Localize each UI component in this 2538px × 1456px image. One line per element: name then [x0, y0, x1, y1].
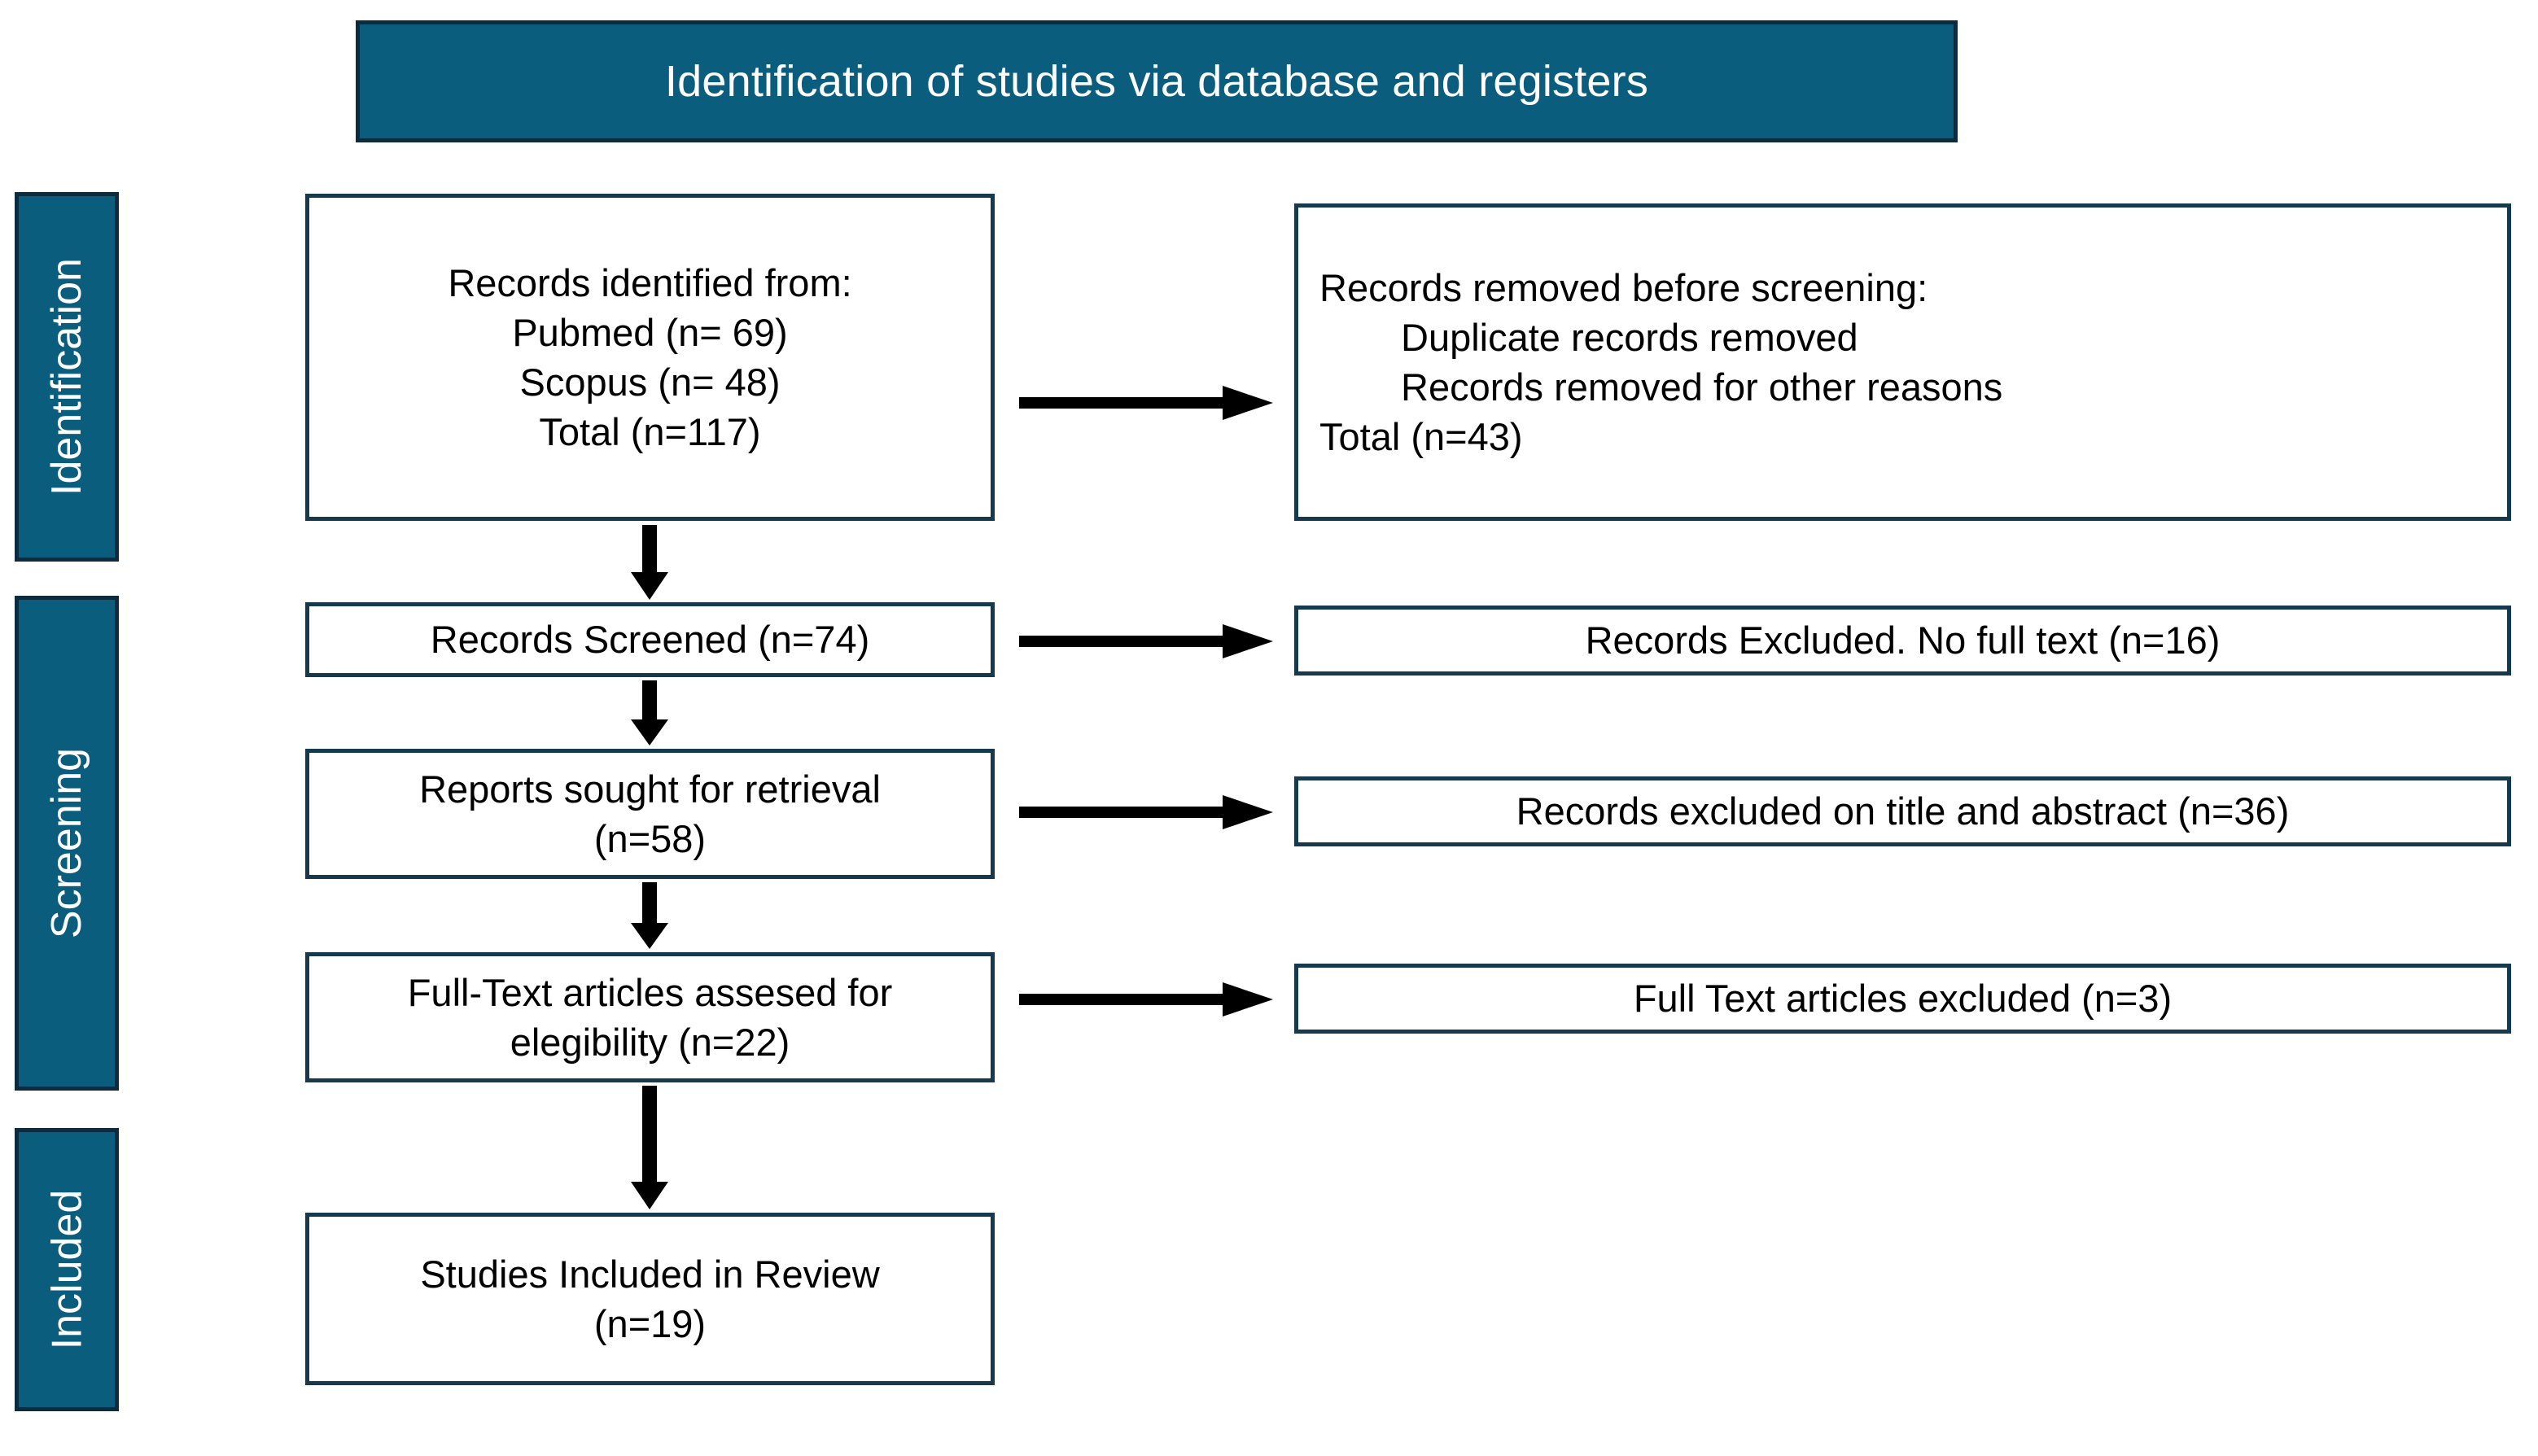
stage-label-screening: Screening: [15, 596, 119, 1091]
box-records-excluded-title-abstract-line-1: Records excluded on title and abstract (…: [1516, 789, 2290, 833]
box-records-excluded-title-abstract: Records excluded on title and abstract (…: [1294, 776, 2511, 846]
diagram-header-title: Identification of studies via database a…: [664, 56, 1649, 106]
box-records-identified-line-2: Pubmed (n= 69): [512, 310, 788, 354]
box-records-excluded-no-full-text-line-1: Records Excluded. No full text (n=16): [1585, 619, 2221, 662]
box-studies-included-in-review: Studies Included in Review (n=19): [305, 1213, 995, 1385]
box-records-excluded-no-full-text: Records Excluded. No full text (n=16): [1294, 606, 2511, 676]
box-reports-sought-line-2: (n=58): [593, 817, 707, 860]
arrow-full-text-assessed-to-included: [625, 1086, 674, 1209]
box-studies-included-line-1: Studies Included in Review: [420, 1252, 880, 1296]
box-records-identified-line-4: Total (n=117): [539, 410, 761, 454]
box-reports-sought-for-retrieval: Reports sought for retrieval (n=58): [305, 749, 995, 879]
stage-label-identification-text: Identification: [43, 258, 90, 496]
box-full-text-articles-excluded: Full Text articles excluded (n=3): [1294, 964, 2511, 1034]
box-records-removed-line-3: Records removed for other reasons: [1401, 365, 2003, 409]
box-records-screened-line-1: Records Screened (n=74): [430, 618, 870, 662]
arrow-full-text-assessed-to-excluded: [1019, 981, 1273, 1018]
arrow-identified-to-removed: [1019, 384, 1273, 422]
arrow-screened-to-sought: [625, 680, 674, 745]
arrow-screened-to-excluded-no-full-text: [1019, 623, 1273, 660]
box-records-removed: Records removed before screening: Duplic…: [1294, 203, 2511, 521]
arrow-sought-to-excluded-title-abstract: [1019, 794, 1273, 831]
box-reports-sought-line-1: Reports sought for retrieval: [419, 767, 881, 811]
stage-label-included-text: Included: [43, 1189, 91, 1350]
box-full-text-excluded-line-1: Full Text articles excluded (n=3): [1633, 977, 2173, 1021]
box-records-screened: Records Screened (n=74): [305, 602, 995, 677]
box-full-text-assessed-line-1: Full-Text articles assesed for: [407, 970, 893, 1014]
box-records-removed-line-2: Duplicate records removed: [1401, 315, 1858, 359]
diagram-header-banner: Identification of studies via database a…: [356, 20, 1958, 142]
box-records-identified: Records identified from: Pubmed (n= 69) …: [305, 194, 995, 521]
stage-label-screening-text: Screening: [43, 747, 90, 939]
box-records-removed-line-4: Total (n=43): [1319, 415, 1523, 459]
box-records-identified-line-1: Records identified from:: [448, 260, 852, 304]
stage-label-identification: Identification: [15, 192, 119, 562]
arrow-identified-to-screened: [625, 525, 674, 600]
arrow-sought-to-full-text-assessed: [625, 882, 674, 949]
box-studies-included-line-2: (n=19): [593, 1302, 707, 1345]
box-records-identified-line-3: Scopus (n= 48): [519, 361, 781, 404]
box-records-removed-line-1: Records removed before screening:: [1319, 265, 1928, 309]
box-full-text-assessed-line-2: elegibility (n=22): [510, 1021, 790, 1064]
box-full-text-articles-assessed: Full-Text articles assesed for elegibili…: [305, 952, 995, 1082]
stage-label-included: Included: [15, 1128, 119, 1411]
